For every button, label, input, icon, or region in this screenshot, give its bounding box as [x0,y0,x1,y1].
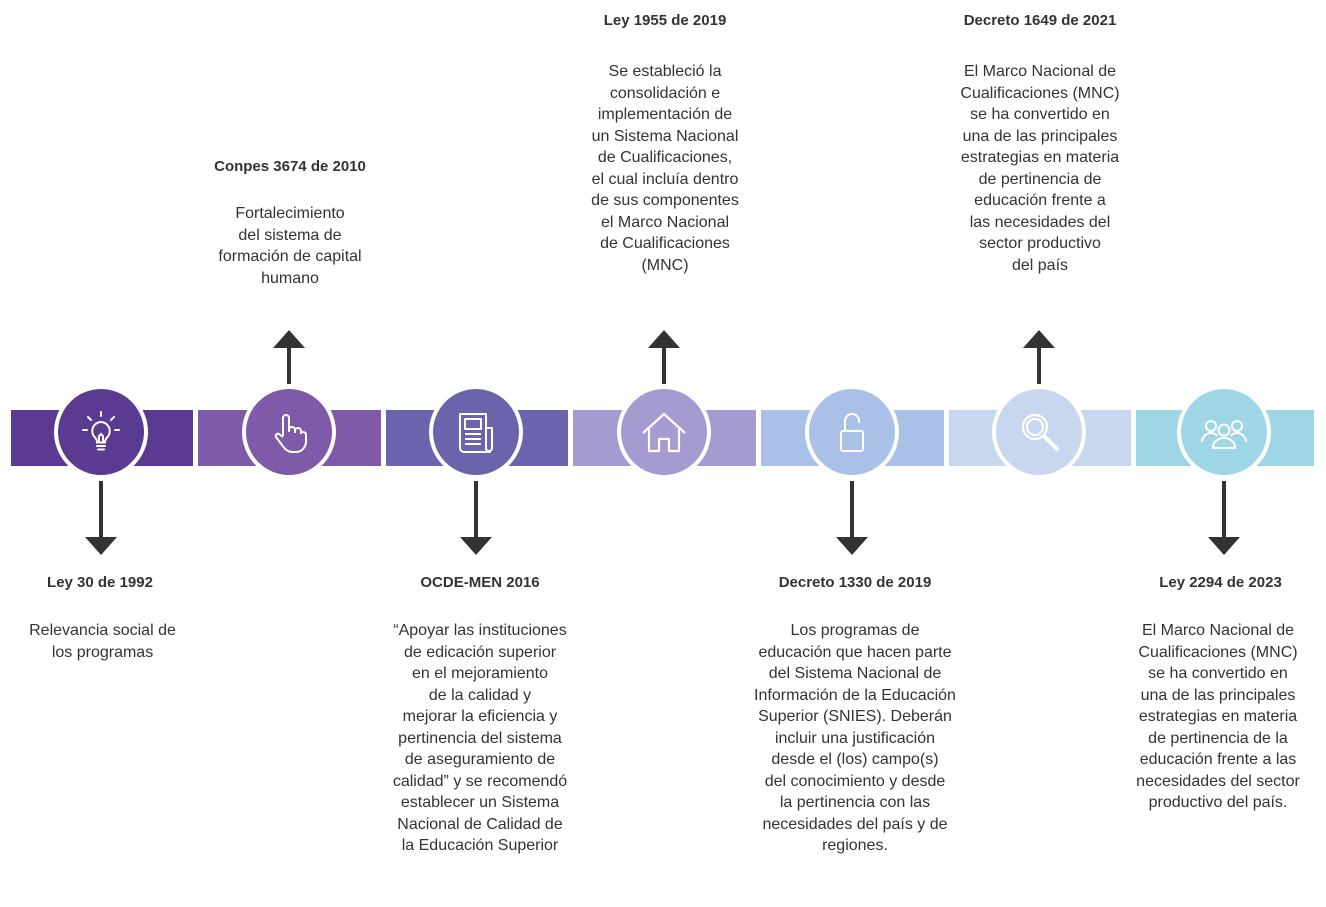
newspaper-icon [459,413,493,453]
milestone-title-7: Ley 2294 de 2023 [1159,574,1282,591]
arrow-up [287,346,291,384]
milestone-title-3: OCDE-MEN 2016 [420,574,540,591]
arrow-down [1222,481,1226,539]
people-group-icon [1201,420,1247,449]
arrow-up-head [1023,330,1055,348]
arrow-down [99,481,103,539]
home-icon [642,412,686,453]
milestone-title-4: Ley 1955 de 2019 [603,12,727,29]
milestone-node-2 [242,385,336,479]
pointer-hand-icon [274,414,307,453]
unlock-icon [840,413,864,452]
milestone-node-5 [805,385,899,479]
arrow-up-head [648,330,680,348]
milestone-title-5: Decreto 1330 de 2019 [778,574,932,591]
arrow-down-head [836,537,868,555]
milestone-title-2: Conpes 3674 de 2010 [214,158,366,175]
arrow-down [474,481,478,539]
milestone-node-1 [54,385,148,479]
milestone-node-6 [992,385,1086,479]
arrow-down-head [85,537,117,555]
arrow-up [1037,346,1041,384]
milestone-node-3 [429,385,523,479]
milestone-node-7 [1177,385,1271,479]
milestone-title-1: Ley 30 de 1992 [47,574,153,591]
arrow-down-head [460,537,492,555]
arrow-up-head [273,330,305,348]
magnifier-icon [1021,413,1059,451]
arrow-down-head [1208,537,1240,555]
arrow-down [850,481,854,539]
lightbulb-icon [82,411,120,451]
milestone-title-6: Decreto 1649 de 2021 [963,12,1117,29]
milestone-node-4 [617,385,711,479]
arrow-up [662,346,666,384]
